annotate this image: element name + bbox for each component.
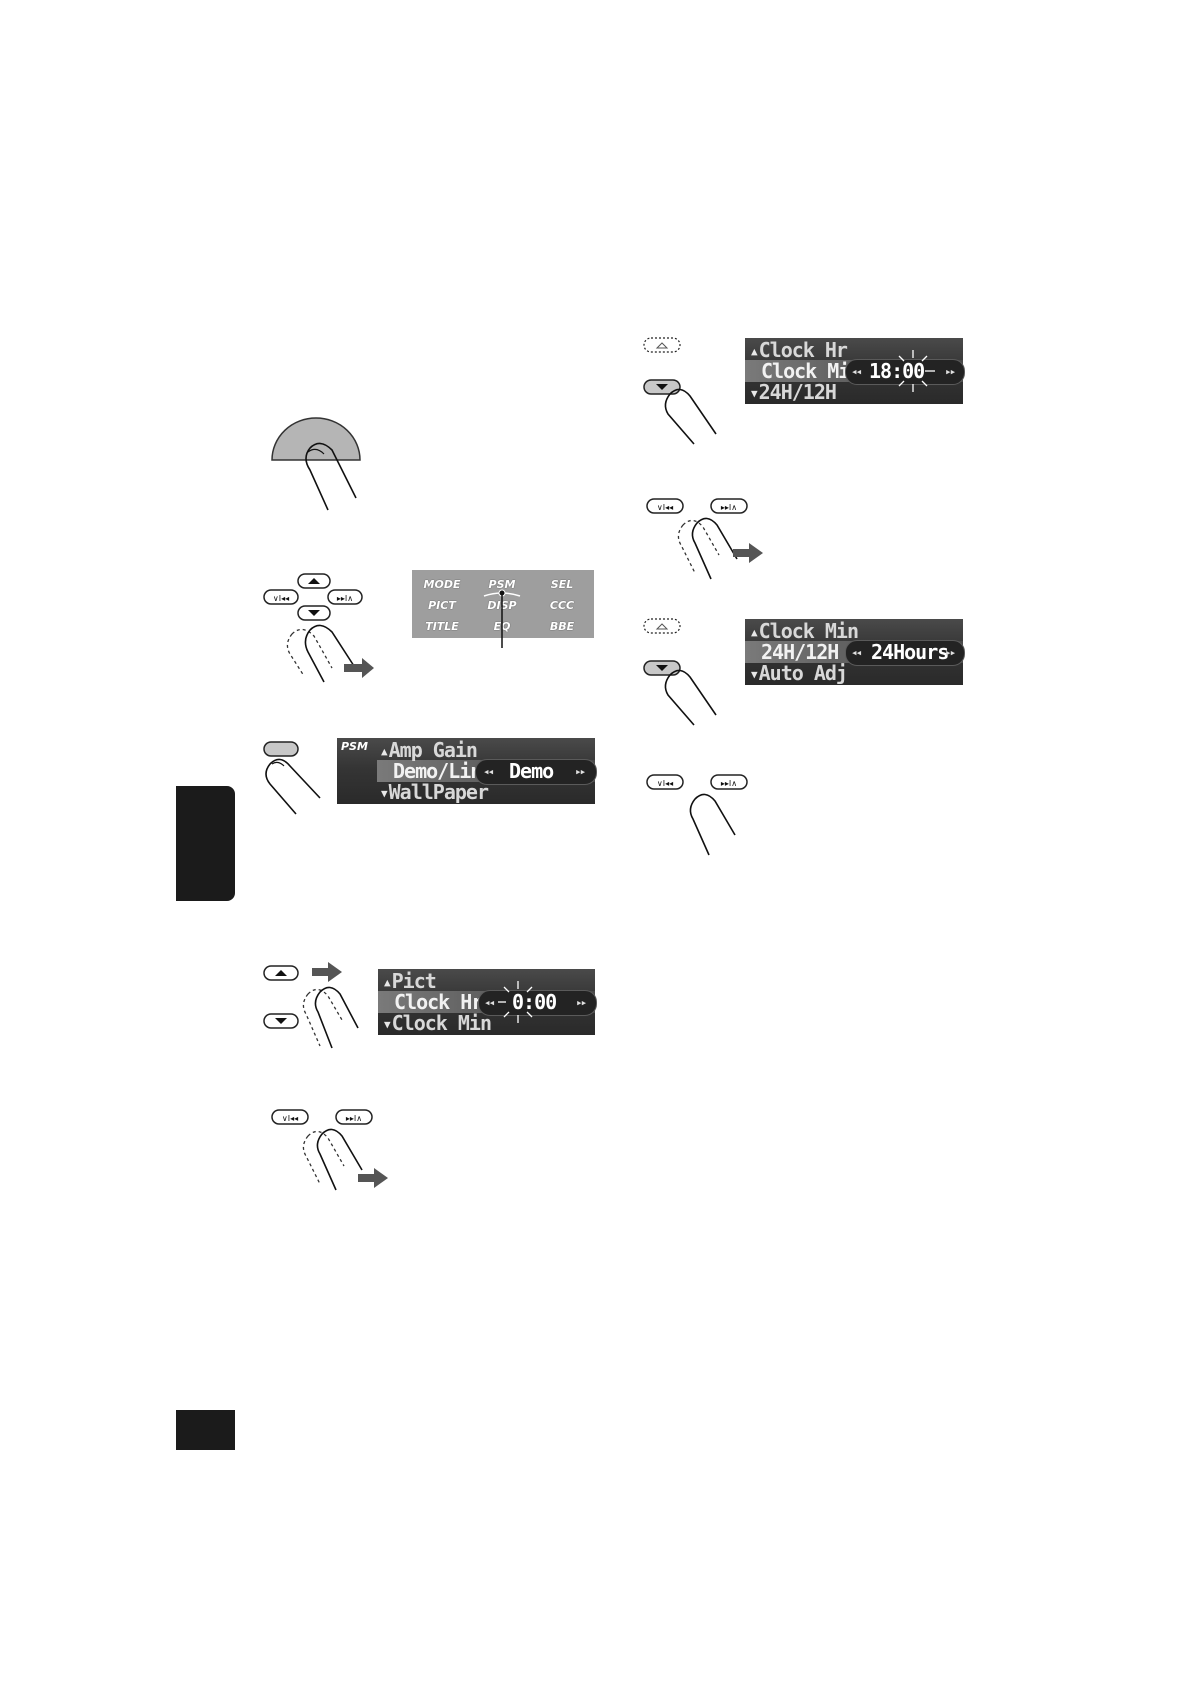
- down-press-illustration-2: [643, 618, 717, 726]
- next-track-icon: ▸▸: [945, 646, 956, 659]
- svg-text:▸▸I∧: ▸▸I∧: [721, 503, 737, 512]
- menu-panel: MODE PSM SEL PICT DISP CCC TITLE EQ BBE: [412, 570, 594, 648]
- button-press-illustration: [263, 741, 321, 815]
- prev-next-control-illustration: ∨I◂◂ ▸▸I∧: [271, 1109, 388, 1191]
- next-track-icon: ▸▸: [575, 765, 586, 778]
- page-number-box: [176, 1410, 235, 1450]
- lcd-row-next: 24H/12H: [758, 380, 837, 404]
- svg-text:▸▸I∧: ▸▸I∧: [346, 1114, 362, 1123]
- menu-item-pict: PICT: [428, 599, 456, 612]
- svg-text:∨I◂◂: ∨I◂◂: [282, 1114, 298, 1123]
- down-press-illustration: [643, 337, 717, 445]
- menu-item-sel: SEL: [550, 578, 574, 591]
- finger-press-icon: [664, 388, 717, 445]
- prev-track-icon: ◂◂: [851, 646, 862, 659]
- prev-track-icon: ◂◂: [851, 365, 862, 378]
- hours-display: ▲Clock Min 24H/12H ▼Auto Adj ◂◂ 24Hours …: [745, 619, 965, 685]
- prev-track-button-icon: [646, 498, 684, 514]
- up-down-control-illustration: [263, 962, 359, 1049]
- blink-burst-icon: [898, 350, 935, 392]
- lcd-row-prev: Clock Min: [758, 619, 859, 643]
- lcd-row-current: 24H/12H: [761, 640, 839, 664]
- menu-item-bbe: BBE: [549, 620, 575, 633]
- menu-item-ccc: CCC: [549, 599, 575, 612]
- slide-arrow-icon: [344, 658, 374, 678]
- lcd-row-current: Clock Min: [761, 359, 861, 383]
- svg-text:▸▸I∧: ▸▸I∧: [337, 594, 353, 603]
- blink-burst-icon: [498, 981, 533, 1023]
- lcd-value: 0:00: [512, 990, 557, 1014]
- lcd-row-next: Clock Min: [391, 1011, 492, 1035]
- menu-item-psm: PSM: [488, 578, 516, 591]
- lcd-value: 18:00: [869, 359, 925, 383]
- prev-track-button-icon: [646, 774, 684, 790]
- menu-item-title: TITLE: [425, 620, 459, 633]
- lcd-row-current: Demo/Link: [393, 759, 493, 783]
- menu-item-mode: MODE: [423, 578, 461, 591]
- psm-display: PSM ▲Amp Gain Demo/Link ▼WallPaper ◂◂ De…: [337, 738, 597, 804]
- finger-press-icon: [691, 517, 738, 580]
- lcd-value: Demo: [509, 759, 554, 783]
- svg-text:∨I◂◂: ∨I◂◂: [273, 594, 289, 603]
- finger-press-icon: [305, 442, 357, 511]
- lcd-row-next: Auto Adj: [758, 661, 848, 685]
- svg-text:∨I◂◂: ∨I◂◂: [657, 779, 673, 788]
- prev-track-button-icon: [263, 589, 299, 605]
- slide-arrow-icon: [312, 962, 342, 982]
- selection-pointer-icon: [483, 589, 521, 648]
- finger-press-icon: [316, 1128, 363, 1191]
- lcd-row-prev: Amp Gain: [388, 738, 478, 762]
- slide-arrow-icon: [358, 1168, 388, 1188]
- svg-text:▸▸I∧: ▸▸I∧: [721, 779, 737, 788]
- prev-track-icon: ◂◂: [484, 996, 495, 1009]
- next-track-button-icon: [335, 1109, 373, 1125]
- main-button-press-illustration: [271, 417, 361, 511]
- clock-hr-display: ▲Pict Clock Hr ▼Clock Min ◂◂ 0:00 ▸▸: [378, 969, 597, 1035]
- section-tab: [176, 786, 235, 901]
- lcd-value: 24Hours: [871, 640, 949, 664]
- next-track-button-icon: [710, 498, 748, 514]
- finger-press-icon: [314, 986, 359, 1049]
- prev-next-control-illustration-2: ∨I◂◂ ▸▸I∧: [646, 498, 763, 580]
- prev-track-icon: ◂◂: [483, 765, 494, 778]
- lcd-row-next: WallPaper: [388, 780, 489, 804]
- next-track-icon: ▸▸: [945, 365, 956, 378]
- lcd-row-prev: Clock Hr: [758, 338, 848, 362]
- next-track-icon: ▸▸: [576, 996, 587, 1009]
- next-track-button-icon: [327, 589, 363, 605]
- finger-press-icon: [664, 669, 717, 726]
- four-way-control-illustration: ∨I◂◂ ▸▸I∧: [263, 573, 374, 683]
- slide-arrow-icon: [733, 543, 763, 563]
- svg-text:∨I◂◂: ∨I◂◂: [657, 503, 673, 512]
- lcd-row-current: Clock Hr: [394, 990, 483, 1014]
- next-track-button-icon: [710, 774, 748, 790]
- finger-press-icon: [304, 624, 355, 683]
- prev-next-control-illustration-3: ∨I◂◂ ▸▸I∧: [646, 774, 748, 856]
- psm-tag: PSM: [341, 740, 368, 753]
- clock-min-display: ▲Clock Hr Clock Min ▼24H/12H ◂◂ 18:00 ▸▸: [745, 338, 965, 404]
- lcd-row-prev: Pict: [391, 969, 437, 993]
- prev-track-button-icon: [271, 1109, 309, 1125]
- finger-press-icon: [689, 793, 736, 856]
